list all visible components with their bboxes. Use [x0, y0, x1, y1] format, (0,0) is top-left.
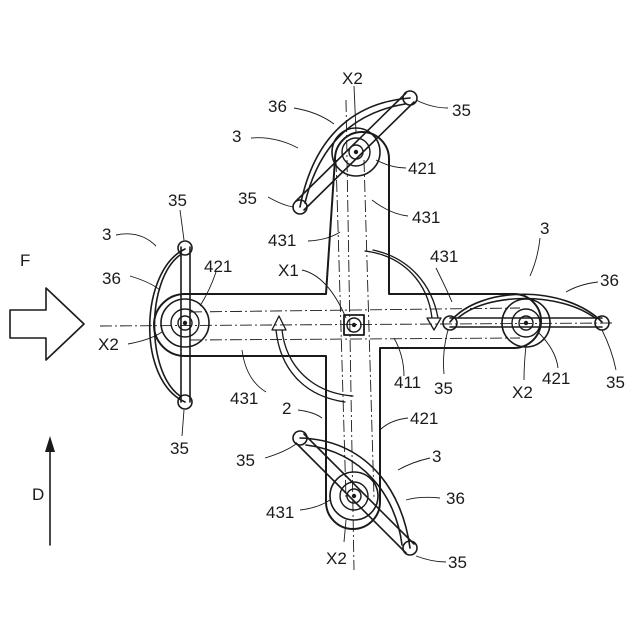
- label-431-right: 431: [430, 247, 458, 266]
- label-x2-left: X2: [98, 335, 119, 354]
- rotor-unit-right: [443, 294, 609, 347]
- label-36-bottom: 36: [446, 489, 465, 508]
- label-3-top: 3: [232, 127, 241, 146]
- center-hub: [344, 315, 364, 335]
- label-x2-bottom: X2: [326, 549, 347, 568]
- label-35-left-top: 35: [168, 191, 187, 210]
- label-35-bottom-left: 35: [236, 451, 255, 470]
- rotor-unit-bottom: [293, 431, 417, 555]
- label-35-top-left: 35: [238, 189, 257, 208]
- labels: X2 36 35 3 421 35 431 431 35 3 F 421 36 …: [20, 69, 625, 572]
- label-3-right: 3: [540, 219, 549, 238]
- label-35-top-right: 35: [452, 101, 471, 120]
- label-35-bottom-right: 35: [448, 553, 467, 572]
- label-36-right: 36: [600, 271, 619, 290]
- label-x1: X1: [278, 261, 299, 280]
- label-35-right-right: 35: [606, 373, 625, 392]
- label-35-left-bottom: 35: [170, 439, 189, 458]
- label-431-bottom: 431: [266, 503, 294, 522]
- label-421-right: 421: [542, 369, 570, 388]
- direction-arrow-d: [45, 436, 55, 545]
- label-x2-top: X2: [342, 69, 363, 88]
- label-35-right-left: 35: [434, 379, 453, 398]
- label-36-left: 36: [102, 269, 121, 288]
- label-36-top: 36: [268, 97, 287, 116]
- label-2: 2: [282, 399, 291, 418]
- label-431-left-bottom: 431: [230, 389, 258, 408]
- label-421-top: 421: [408, 159, 436, 178]
- label-431-top-right: 431: [412, 208, 440, 227]
- label-3-bottom: 3: [432, 447, 441, 466]
- label-d: D: [32, 485, 44, 504]
- label-411: 411: [394, 373, 421, 392]
- label-421-bottom: 421: [410, 409, 438, 428]
- label-421-left: 421: [204, 257, 232, 276]
- label-431-top-left: 431: [268, 231, 296, 250]
- label-f: F: [20, 251, 30, 270]
- label-3-left: 3: [102, 225, 111, 244]
- label-x2-right: X2: [512, 383, 533, 402]
- flow-arrow-f: [10, 288, 84, 360]
